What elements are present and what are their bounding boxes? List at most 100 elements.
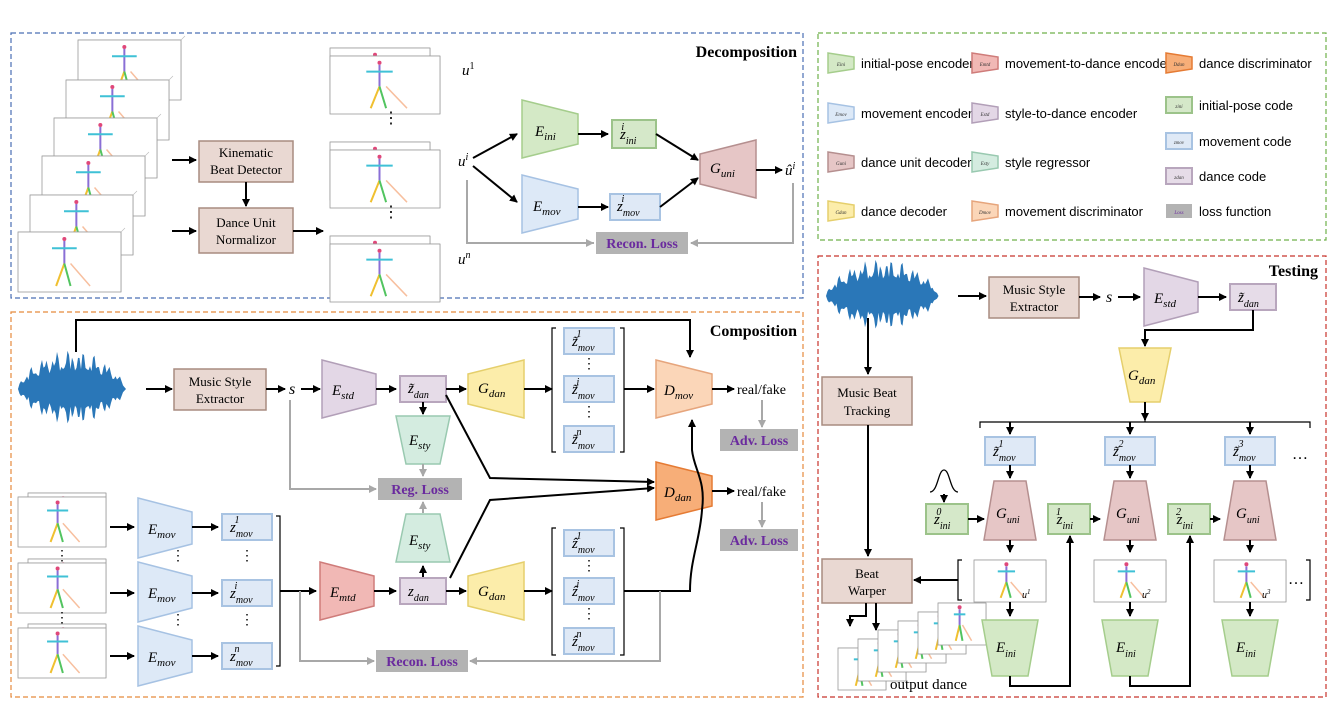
svg-text:Guni: Guni bbox=[996, 506, 1020, 526]
svg-text:Loss: Loss bbox=[1173, 211, 1183, 216]
svg-text:zini0: zini0 bbox=[933, 507, 951, 532]
svg-text:Ddan: Ddan bbox=[663, 485, 692, 504]
test-z-ini-0: zini0 bbox=[925, 503, 969, 535]
svg-text:zdan: zdan bbox=[1173, 176, 1184, 181]
svg-text:Dmov: Dmov bbox=[663, 383, 693, 402]
decomp-vdots-1: ⋮ bbox=[383, 110, 399, 127]
comp-frame-3 bbox=[17, 627, 107, 679]
decomp-recon-loss: Recon. Loss bbox=[596, 232, 688, 254]
svg-text:zdan: zdan bbox=[407, 584, 429, 604]
svg-text:Estd: Estd bbox=[331, 383, 355, 402]
legend-item-movement-code: zmov movement code bbox=[1165, 132, 1292, 150]
comp-e-mtd: Emtd bbox=[319, 561, 375, 621]
svg-text:⋮: ⋮ bbox=[582, 405, 596, 420]
testing-music-waveform bbox=[826, 259, 955, 329]
composition-title: Composition bbox=[710, 323, 797, 340]
test-beat-warper: Beat Warper bbox=[821, 558, 913, 604]
svg-text:zini: zini bbox=[1174, 105, 1183, 110]
unit-frame-2 bbox=[329, 149, 441, 209]
svg-text:zmov1: zmov1 bbox=[229, 515, 253, 540]
svg-text:z̃movi: z̃movi bbox=[571, 377, 595, 402]
comp-adv-loss-2: Adv. Loss bbox=[720, 529, 798, 551]
comp-real-fake-2: real/fake bbox=[737, 485, 786, 500]
svg-text:Music Beat: Music Beat bbox=[837, 385, 897, 400]
svg-text:zini2: zini2 bbox=[1176, 507, 1194, 532]
svg-text:Guni: Guni bbox=[710, 161, 735, 180]
svg-text:Eini: Eini bbox=[1235, 640, 1256, 660]
unit-frame-3 bbox=[329, 243, 441, 303]
svg-text:z̃mov1: z̃mov1 bbox=[992, 439, 1016, 464]
svg-text:u2: u2 bbox=[1142, 588, 1151, 601]
svg-text:Kinematic: Kinematic bbox=[219, 145, 273, 160]
decomp-e-ini: Eini bbox=[521, 99, 579, 159]
svg-text:Recon. Loss: Recon. Loss bbox=[386, 655, 458, 670]
svg-text:ẑmov1: ẑmov1 bbox=[571, 531, 595, 556]
svg-text:Gdan: Gdan bbox=[1128, 368, 1156, 387]
unit-un-label: un bbox=[458, 250, 471, 268]
svg-text:style-to-dance encoder: style-to-dance encoder bbox=[1005, 106, 1138, 121]
svg-text:zinii: zinii bbox=[619, 122, 637, 147]
dance-unit-normalizor: Dance Unit Normalizor bbox=[198, 207, 294, 254]
svg-text:movement code: movement code bbox=[1199, 134, 1292, 149]
svg-text:Dance Unit: Dance Unit bbox=[216, 215, 276, 230]
svg-text:Emtd: Emtd bbox=[979, 63, 991, 68]
comp-e-sty-bottom: Esty bbox=[395, 513, 451, 563]
test-output-frames bbox=[837, 602, 987, 691]
svg-text:Emov: Emov bbox=[834, 113, 847, 118]
svg-text:Emov: Emov bbox=[147, 522, 176, 541]
svg-text:…: … bbox=[1288, 571, 1304, 588]
svg-text:dance decoder: dance decoder bbox=[861, 204, 948, 219]
comp-e-mov-1: Emov bbox=[137, 497, 193, 559]
comp-music-style-extractor: Music Style Extractor bbox=[173, 368, 267, 411]
unit-ui-label: ui bbox=[458, 152, 469, 170]
svg-text:Emov: Emov bbox=[532, 199, 561, 218]
svg-text:Esty: Esty bbox=[408, 433, 431, 452]
comp-e-mov-n: Emov bbox=[137, 625, 193, 687]
unit-u1-label: u1 bbox=[462, 61, 475, 79]
svg-text:zini1: zini1 bbox=[1056, 507, 1074, 532]
input-frames-stack bbox=[17, 35, 186, 293]
svg-text:⋮: ⋮ bbox=[240, 613, 254, 628]
svg-text:⋮: ⋮ bbox=[582, 357, 596, 372]
comp-frame-1 bbox=[17, 496, 107, 548]
svg-text:⋮: ⋮ bbox=[240, 549, 254, 564]
comp-d-mov: Dmov bbox=[655, 359, 713, 419]
test-unit-frame-1 bbox=[973, 559, 1047, 603]
comp-reg-loss: Reg. Loss bbox=[378, 478, 462, 500]
svg-text:⋮: ⋮ bbox=[582, 559, 596, 574]
svg-text:u1: u1 bbox=[1022, 588, 1031, 601]
comp-z-mov-hat-column: ẑmov1 ⋮ ẑmovi ⋮ ẑmovn bbox=[551, 527, 625, 656]
svg-text:Gdan: Gdan bbox=[478, 381, 506, 400]
svg-text:Normalizor: Normalizor bbox=[216, 232, 277, 247]
svg-text:initial-pose code: initial-pose code bbox=[1199, 98, 1293, 113]
comp-z-dan-tilde: z̃dan bbox=[399, 375, 447, 403]
svg-text:zmov: zmov bbox=[1173, 141, 1185, 146]
decomp-z-ini-code: zinii bbox=[611, 119, 657, 149]
svg-text:⋮: ⋮ bbox=[55, 549, 69, 564]
svg-text:Gdan: Gdan bbox=[835, 211, 847, 216]
comp-g-dan-bottom: Gdan bbox=[467, 561, 525, 621]
svg-text:Guni: Guni bbox=[1116, 506, 1140, 526]
svg-text:z̃mov3: z̃mov3 bbox=[1232, 439, 1256, 464]
testing-panel bbox=[817, 255, 1327, 698]
svg-text:initial-pose encoder: initial-pose encoder bbox=[861, 56, 974, 71]
legend-panel bbox=[817, 32, 1327, 241]
svg-text:Reg. Loss: Reg. Loss bbox=[391, 483, 449, 498]
input-frame-6 bbox=[17, 231, 122, 293]
svg-text:Adv. Loss: Adv. Loss bbox=[730, 534, 789, 549]
svg-text:Tracking: Tracking bbox=[844, 403, 891, 418]
kinematic-beat-detector: Kinematic Beat Detector bbox=[198, 140, 294, 183]
svg-text:Esty: Esty bbox=[980, 162, 990, 167]
decomp-e-mov: Emov bbox=[521, 174, 579, 234]
comp-frame-2 bbox=[17, 562, 107, 614]
test-hdots-top: … bbox=[1292, 446, 1308, 463]
svg-text:Estd: Estd bbox=[1153, 291, 1177, 310]
comp-recon-loss: Recon. Loss bbox=[376, 650, 468, 672]
comp-d-dan: Ddan bbox=[655, 461, 713, 521]
svg-text:Eini: Eini bbox=[534, 124, 556, 143]
dance-unit-frames bbox=[329, 47, 441, 303]
comp-g-dan-top: Gdan bbox=[467, 359, 525, 419]
